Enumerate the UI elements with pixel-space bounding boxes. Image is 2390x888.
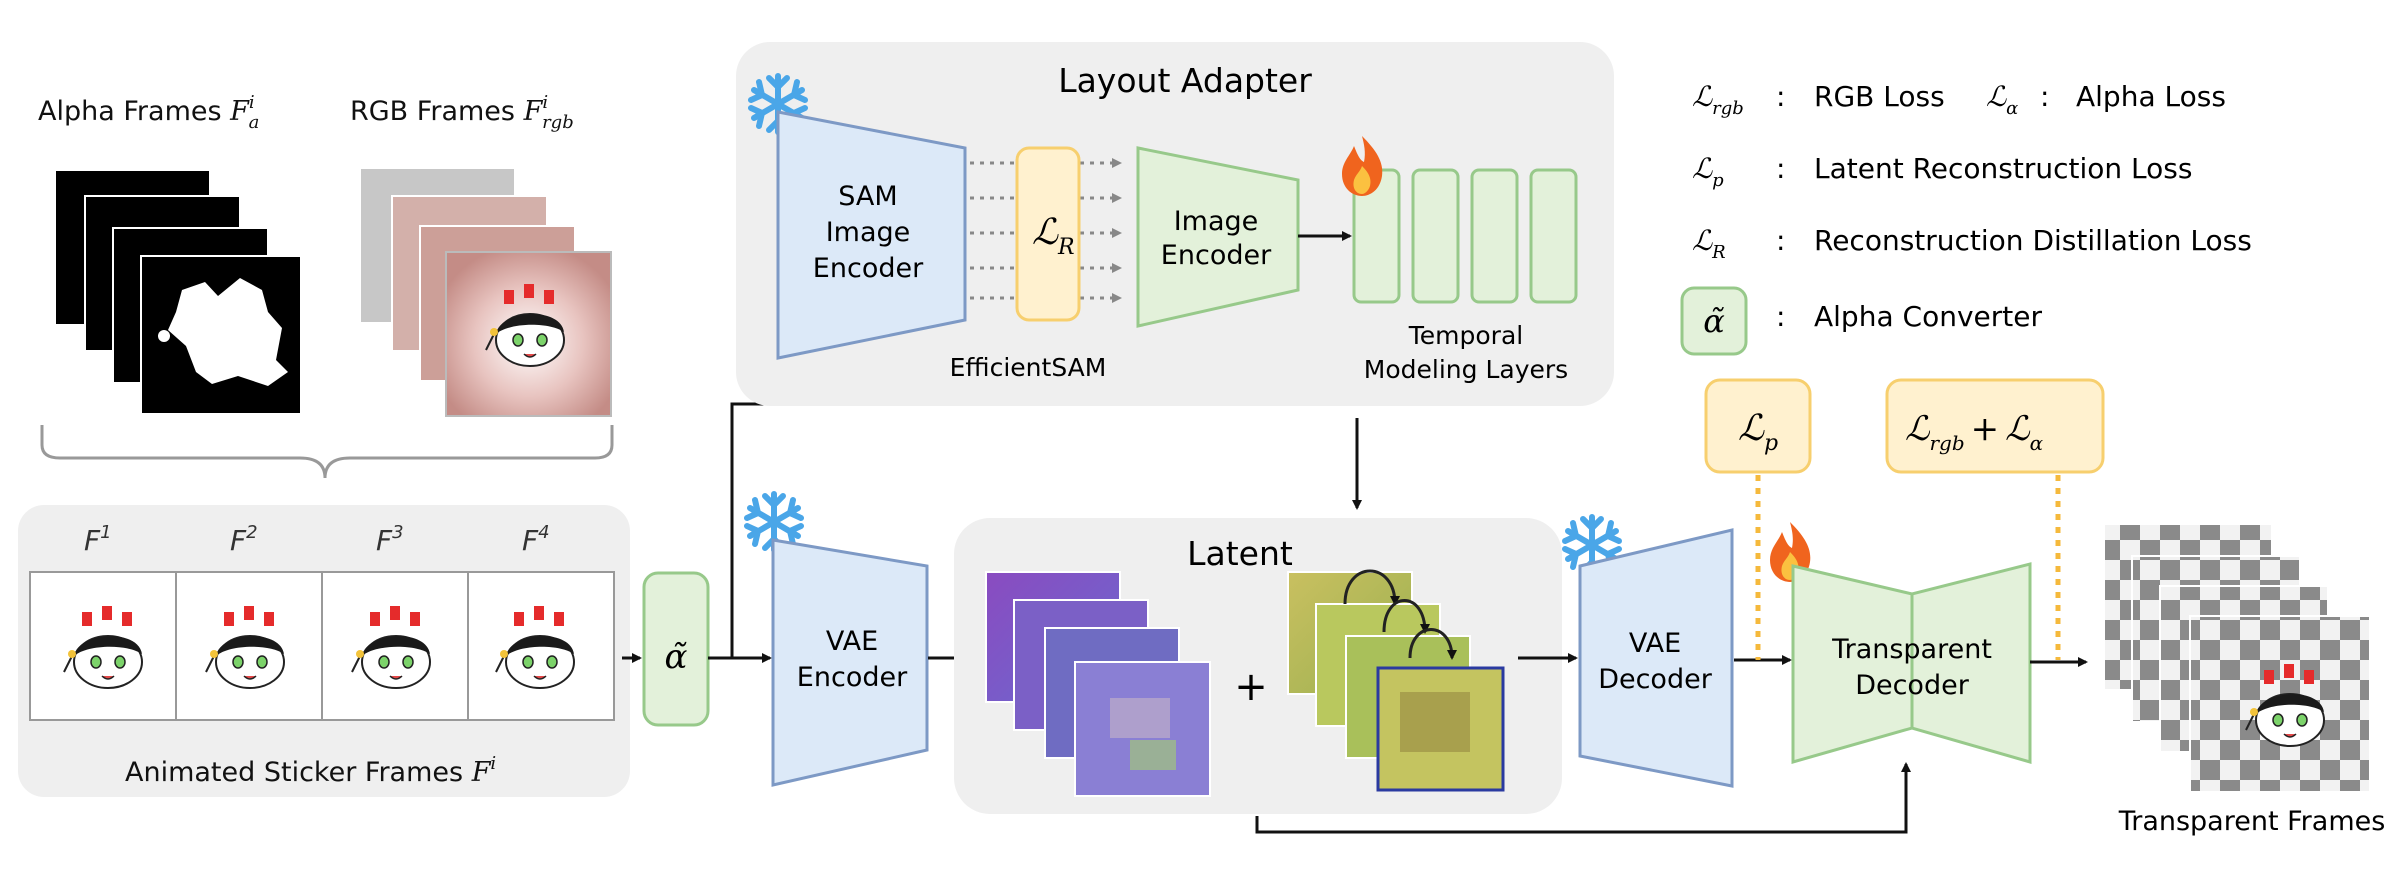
svg-text:SAM: SAM [838, 181, 897, 212]
loss-p-symbol: ℒp [1738, 408, 1778, 456]
skip-connection [1255, 762, 1911, 834]
svg-text::: : [1776, 224, 1785, 257]
transparent-decoder-label: Transparent Decoder [1831, 634, 1992, 701]
image-encoder [1136, 146, 1300, 328]
sam-image-encoder [776, 110, 967, 360]
svg-text:ℒp: ℒp [1692, 152, 1724, 191]
svg-text:Image: Image [1174, 206, 1259, 237]
frame-label-3: F3 [376, 522, 404, 557]
svg-text:Encoder: Encoder [1161, 240, 1272, 271]
temporal-modeling-label: Temporal Modeling Layers [1364, 321, 1568, 384]
image-encoder-label: Image Encoder [1161, 206, 1272, 271]
svg-text:ℒR: ℒR [1692, 224, 1726, 263]
loss-rgb-alpha-box [1885, 378, 2105, 474]
vae-decoder [1578, 528, 1734, 788]
svg-text::: : [1776, 80, 1785, 113]
frame-label-1: F1 [84, 522, 112, 557]
svg-text:VAE: VAE [1629, 628, 1681, 659]
svg-text:Encoder: Encoder [813, 253, 924, 284]
svg-text:ℒα: ℒα [1986, 80, 2018, 119]
legend-item-rgb-loss: ℒrgb : RGB Loss [1692, 80, 1945, 119]
svg-text:ℒrgb: ℒrgb [1692, 80, 1744, 119]
vae-encoder-label: VAE Encoder [797, 626, 908, 693]
svg-text:Latent Reconstruction Loss: Latent Reconstruction Loss [1814, 152, 2192, 185]
efficientsam-label: EfficientSAM [950, 353, 1107, 382]
frame-label-4: F4 [522, 522, 550, 557]
legend-item-alpha-loss: ℒα : Alpha Loss [1986, 80, 2226, 119]
latent-plus: + [1234, 664, 1268, 710]
alpha-converter-box [642, 571, 710, 727]
svg-text::: : [2040, 80, 2049, 113]
svg-text:Alpha Loss: Alpha Loss [2076, 80, 2226, 113]
transparent-frames-label: Transparent Frames [2118, 806, 2386, 837]
svg-text:α̃: α̃ [1703, 302, 1725, 340]
sticker-frame-labels: F1 F2 F3 F4 [84, 522, 550, 557]
transparent-frame-stack [2103, 523, 2371, 793]
svg-text:Reconstruction Distillation Lo: Reconstruction Distillation Loss [1814, 224, 2252, 257]
vae-encoder [771, 538, 929, 787]
loss-rgb-alpha-symbol: ℒrgb+ℒα [1905, 409, 2044, 455]
latent-stack-olive [1287, 569, 1505, 792]
loss-r-box [1015, 146, 1081, 322]
latent-title: Latent [1187, 534, 1293, 573]
svg-text::: : [1776, 300, 1785, 333]
legend-item-latent-loss: ℒp : Latent Reconstruction Loss [1692, 152, 2192, 191]
rgb-frame-stack [359, 167, 612, 417]
sticker-frames-caption: Animated Sticker Frames Fi [125, 753, 496, 788]
svg-text:Image: Image [826, 217, 911, 248]
svg-text:Decoder: Decoder [1855, 670, 1970, 701]
legend-item-alpha-converter: α̃ : Alpha Converter [1680, 286, 2042, 356]
sam-image-encoder-label: SAM Image Encoder [813, 181, 924, 284]
loss-p-box [1704, 378, 1812, 474]
svg-text:Alpha Converter: Alpha Converter [1814, 300, 2042, 333]
svg-text:Temporal: Temporal [1408, 321, 1523, 350]
alpha-frame-stack [54, 169, 302, 415]
svg-text:Modeling Layers: Modeling Layers [1364, 355, 1568, 384]
legend: ℒrgb : RGB Loss ℒα : Alpha Loss ℒp : Lat… [1680, 80, 2252, 356]
vae-decoder-label: VAE Decoder [1598, 628, 1713, 695]
svg-text:VAE: VAE [826, 626, 878, 657]
loss-r-symbol: ℒR [1032, 212, 1075, 260]
latent-stack-purple [985, 571, 1211, 797]
sticker-frame-strip [29, 571, 615, 721]
frames-brace [40, 425, 614, 479]
legend-item-distillation-loss: ℒR : Reconstruction Distillation Loss [1692, 224, 2252, 263]
svg-text:Encoder: Encoder [797, 662, 908, 693]
svg-text:Transparent: Transparent [1831, 634, 1992, 665]
temporal-modeling-layers [1352, 168, 1578, 304]
svg-text:Decoder: Decoder [1598, 664, 1713, 695]
layout-adapter-title: Layout Adapter [1058, 61, 1312, 100]
svg-text:RGB Loss: RGB Loss [1814, 80, 1945, 113]
frame-label-2: F2 [230, 522, 258, 557]
svg-text::: : [1776, 152, 1785, 185]
alpha-converter-symbol: α̃ [665, 637, 688, 677]
